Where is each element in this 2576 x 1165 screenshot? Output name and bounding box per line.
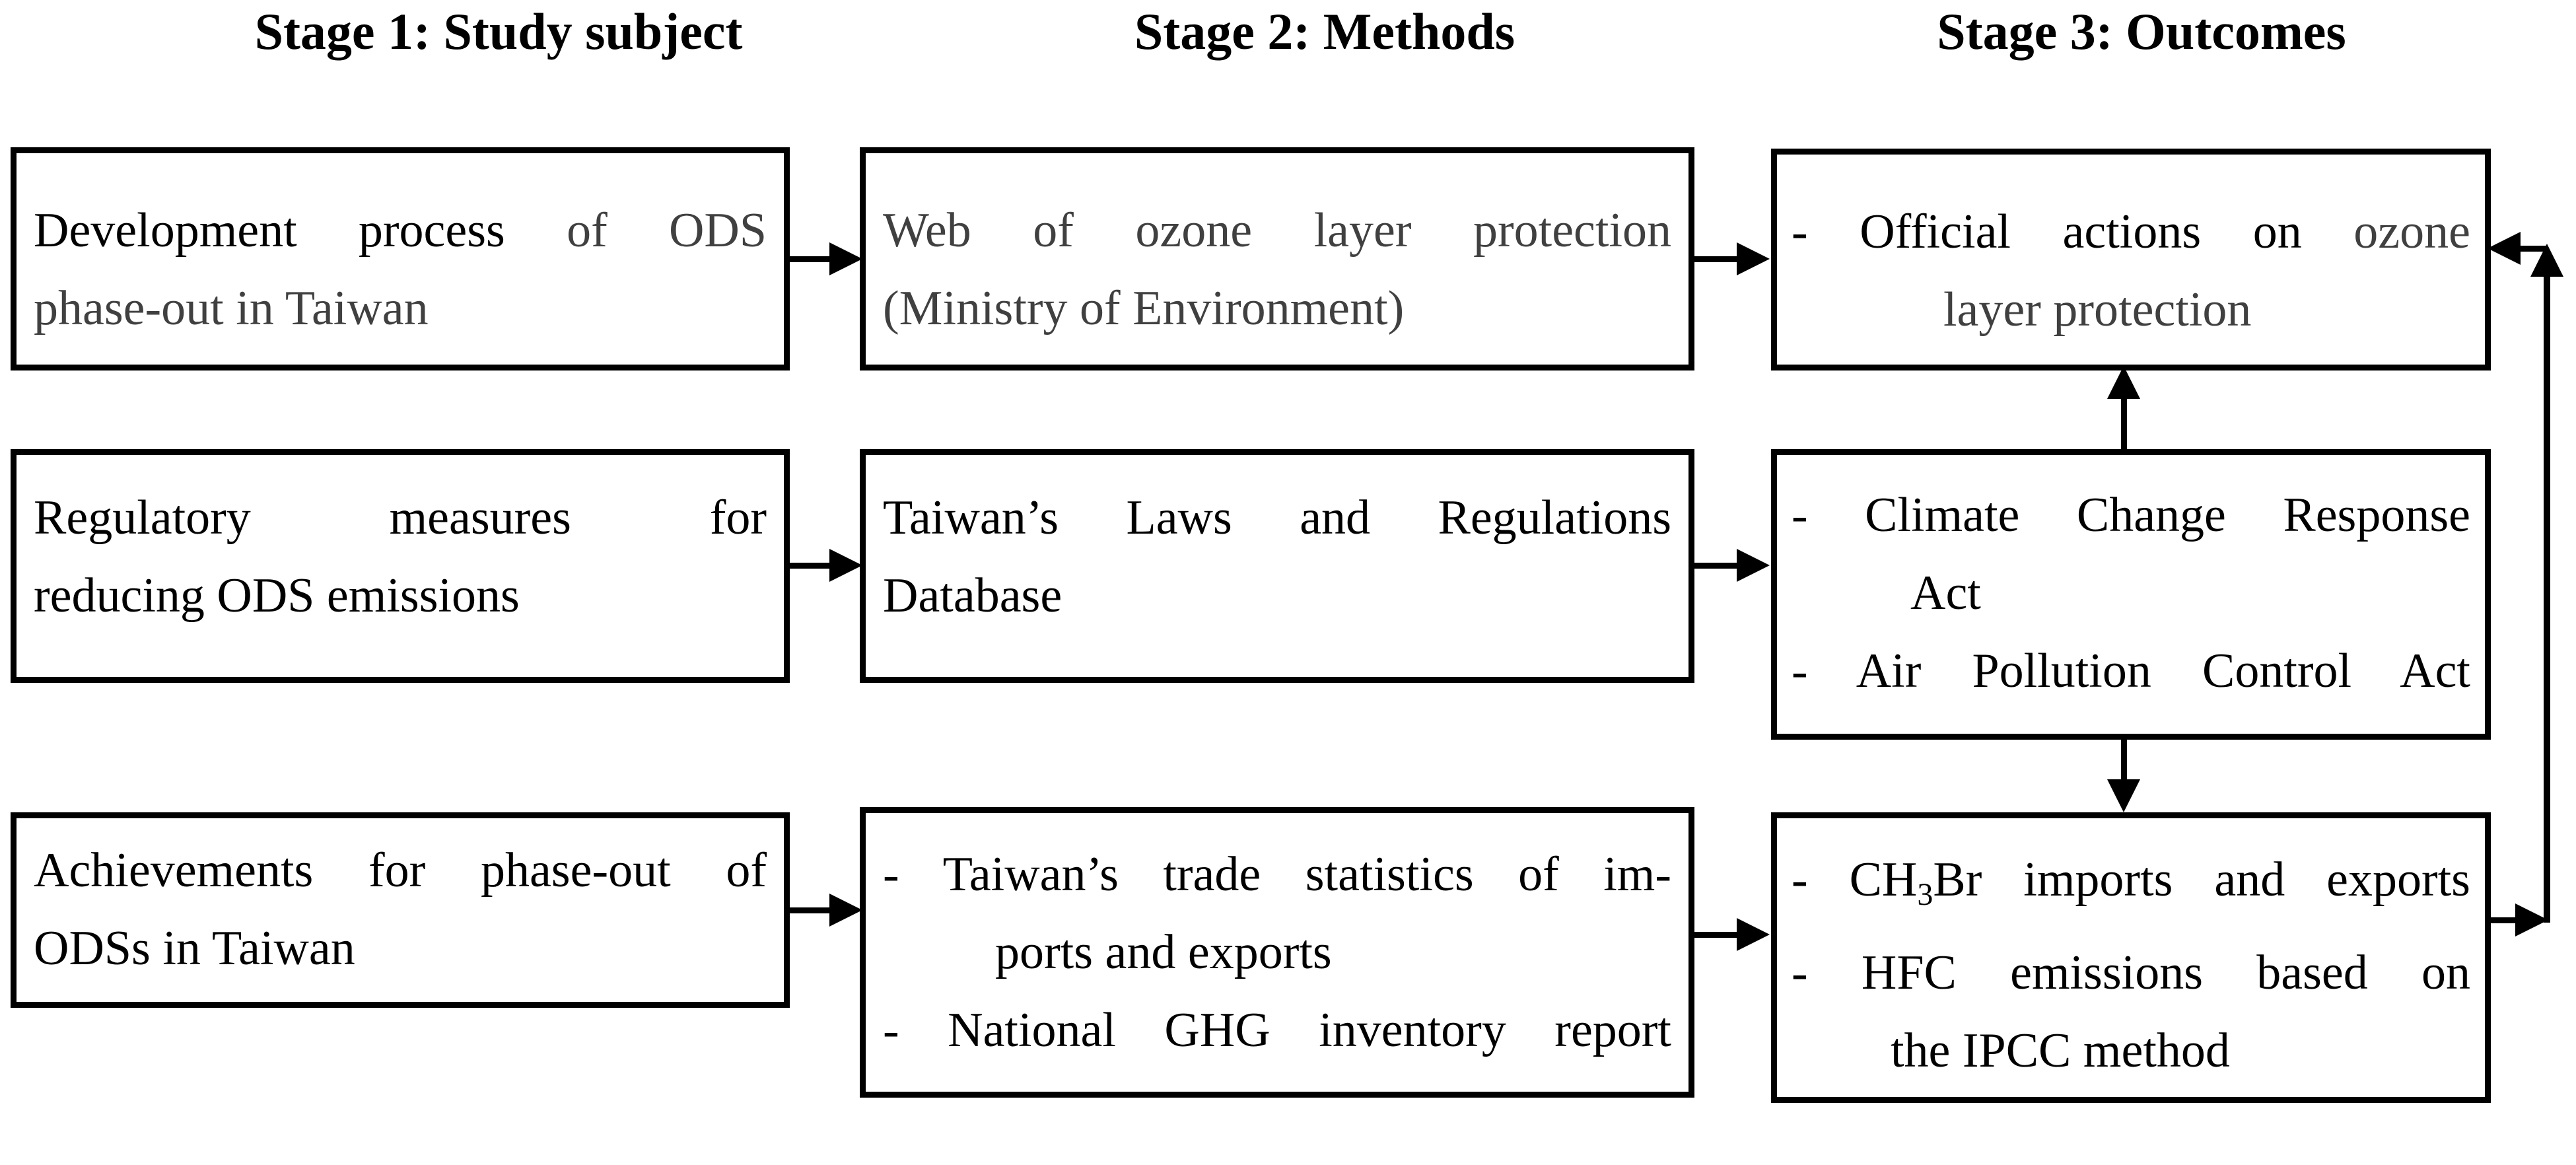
box-text-line: Web of ozone layer protection: [883, 203, 1671, 258]
box-text-line: ports and exports: [995, 925, 1332, 979]
connector-line: [2121, 399, 2127, 449]
arrow-right-icon: [829, 549, 862, 582]
arrow-right-icon: [829, 894, 862, 927]
box-text-line: - Official actions on ozone: [1792, 193, 2470, 271]
text-segment: - CH: [1792, 853, 1918, 907]
box-outcomes-2: - Climate Change Response Act - Air Poll…: [1771, 449, 2491, 740]
box-text-line: Achievements for phase-out of: [34, 843, 767, 898]
box-text-line: Development process of ODS: [34, 192, 767, 269]
box-text-line: phase-out in Taiwan: [34, 281, 429, 335]
connector-line: [789, 907, 833, 913]
connector-line: [1694, 256, 1740, 262]
box-study-subject-1: Development process of ODS phase-out in …: [11, 147, 790, 371]
box-text-line: (Ministry of Environment): [883, 281, 1405, 335]
arrow-down-icon: [2107, 779, 2140, 812]
box-study-subject-3: Achievements for phase-out of ODSs in Ta…: [11, 812, 790, 1008]
text-segment: Development process: [34, 203, 505, 258]
subscript-text: 3: [1917, 877, 1933, 912]
box-study-subject-2: Regulatory measures for reducing ODS emi…: [11, 449, 790, 683]
box-text-line: - Climate Change Response: [1792, 488, 2470, 542]
text-segment: of ODS: [567, 203, 767, 258]
feedback-connector-line: [2490, 917, 2517, 923]
arrow-right-icon: [1737, 918, 1770, 951]
box-text-line: the IPCC method: [1891, 1024, 2230, 1078]
box-text-line: layer protection: [1943, 283, 2252, 337]
box-text-line: - Air Pollution Control Act: [1792, 644, 2470, 698]
arrow-up-icon: [2107, 366, 2140, 399]
box-text-line: reducing ODS emissions: [34, 569, 520, 623]
box-text-line: ODSs in Taiwan: [34, 921, 355, 975]
box-methods-3: - Taiwan’s trade statistics of im- ports…: [860, 807, 1694, 1098]
connector-line: [1694, 563, 1740, 569]
arrow-right-icon: [1737, 549, 1770, 582]
arrow-right-icon: [2515, 903, 2548, 936]
connector-line: [1694, 932, 1740, 938]
text-segment: ozone: [2353, 205, 2470, 259]
box-text-line: Database: [883, 569, 1062, 623]
box-text-line: Act: [1910, 566, 1981, 620]
box-text-line: - HFC emissions based on: [1792, 946, 2470, 1000]
connector-line: [789, 563, 833, 569]
text-segment: - Official actions on: [1792, 205, 2302, 259]
box-text-line: - CH3Br imports and exports: [1792, 841, 2470, 934]
box-methods-1: Web of ozone layer protection (Ministry …: [860, 147, 1694, 371]
arrow-right-icon: [829, 242, 862, 275]
text-segment: Br imports and exports: [1933, 853, 2470, 907]
feedback-connector-line: [2518, 246, 2548, 252]
box-text-line: - National GHG inventory report: [883, 1003, 1671, 1057]
box-text-line: Taiwan’s Laws and Regulations: [883, 491, 1671, 545]
box-outcomes-3: - CH3Br imports and exports - HFC emissi…: [1771, 812, 2491, 1103]
stage2-header: Stage 2: Methods: [1134, 3, 1515, 60]
box-methods-2: Taiwan’s Laws and Regulations Database: [860, 449, 1694, 683]
stage3-header: Stage 3: Outcomes: [1937, 3, 2346, 60]
connector-line: [2121, 738, 2127, 779]
box-outcomes-1: - Official actions on ozone layer protec…: [1771, 149, 2491, 371]
box-text-line: - Taiwan’s trade statistics of im-: [883, 847, 1671, 901]
arrow-left-icon: [2488, 232, 2521, 265]
box-text-line: Regulatory measures for: [34, 491, 767, 545]
arrow-right-icon: [1737, 242, 1770, 275]
feedback-connector-line: [2544, 277, 2550, 923]
connector-line: [789, 256, 833, 262]
stage1-header: Stage 1: Study subject: [254, 3, 743, 60]
